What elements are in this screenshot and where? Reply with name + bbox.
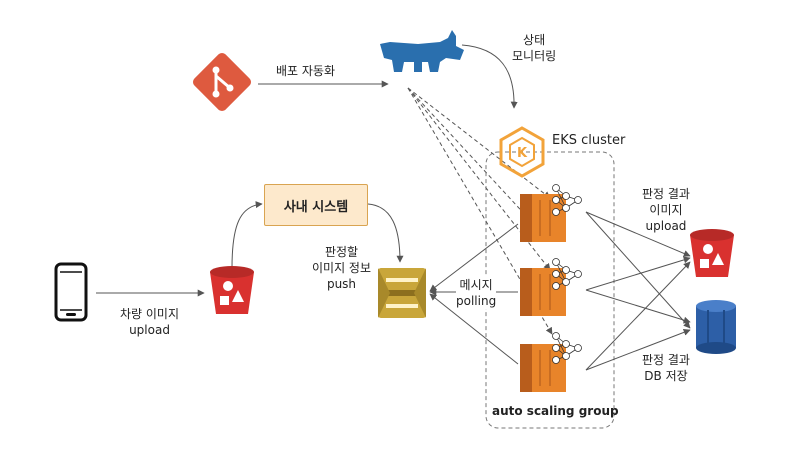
pod3-to-db: [585, 328, 691, 371]
sqs-queue-icon: [378, 268, 426, 318]
pod1-to-s3: [585, 211, 691, 257]
judge-info-label: 판정할 이미지 정보 push: [312, 245, 372, 291]
ec2-instance-icon-2: [520, 268, 566, 316]
s3-bucket-icon-upload: [210, 266, 254, 314]
result-image-label: 판정 결과 이미지 upload: [642, 187, 690, 233]
car-upload-label: 차량 이미지 upload: [120, 307, 180, 337]
rancher-to-pod4-dashed: [407, 87, 531, 221]
s3-to-system-arrow: [231, 201, 263, 269]
result-db-label: 판정 결과 DB 저장: [642, 353, 690, 383]
pod1-to-db: [585, 211, 691, 329]
rancher-to-pod3-dashed: [407, 87, 553, 335]
internal-system-box: 사내 시스템: [264, 184, 368, 226]
pod2-to-db: [585, 289, 691, 324]
system-to-sqs-arrow: [367, 203, 404, 263]
rancher-to-pod1-dashed: [407, 87, 551, 199]
message-polling-label: 메시지 polling: [456, 277, 497, 309]
ec2-instance-icon-1: [520, 194, 566, 242]
eks-cluster-label: EKS cluster: [552, 133, 626, 148]
internal-system-label: 사내 시스템: [283, 199, 349, 215]
auto-scaling-group-label: auto scaling group: [492, 404, 619, 418]
ec2-instance-icon-3: [520, 344, 566, 392]
neural-network-icon-3: [552, 332, 582, 364]
monitor-arrow: [461, 44, 518, 109]
eks-cluster-boundary: [485, 151, 615, 429]
neural-network-icon-2: [552, 258, 582, 290]
pod3-to-s3: [585, 261, 691, 371]
monitor-label: 상태 모니터링: [512, 33, 557, 63]
pod2-to-s3: [585, 256, 691, 291]
rancher-to-pod2-dashed: [407, 87, 551, 271]
eks-kubernetes-icon: K: [499, 126, 545, 178]
neural-network-icon-1: [552, 184, 582, 216]
dynamodb-icon: [696, 300, 736, 354]
pod3-to-sqs: [429, 293, 519, 365]
svg-text:K: K: [517, 146, 528, 161]
rancher-icon: [380, 30, 464, 72]
deploy-label: 배포 자동화: [276, 64, 336, 78]
git-icon: [192, 52, 252, 112]
s3-bucket-icon-result: [690, 229, 734, 277]
smartphone-icon: [54, 262, 88, 322]
pod1-to-sqs: [429, 223, 519, 292]
